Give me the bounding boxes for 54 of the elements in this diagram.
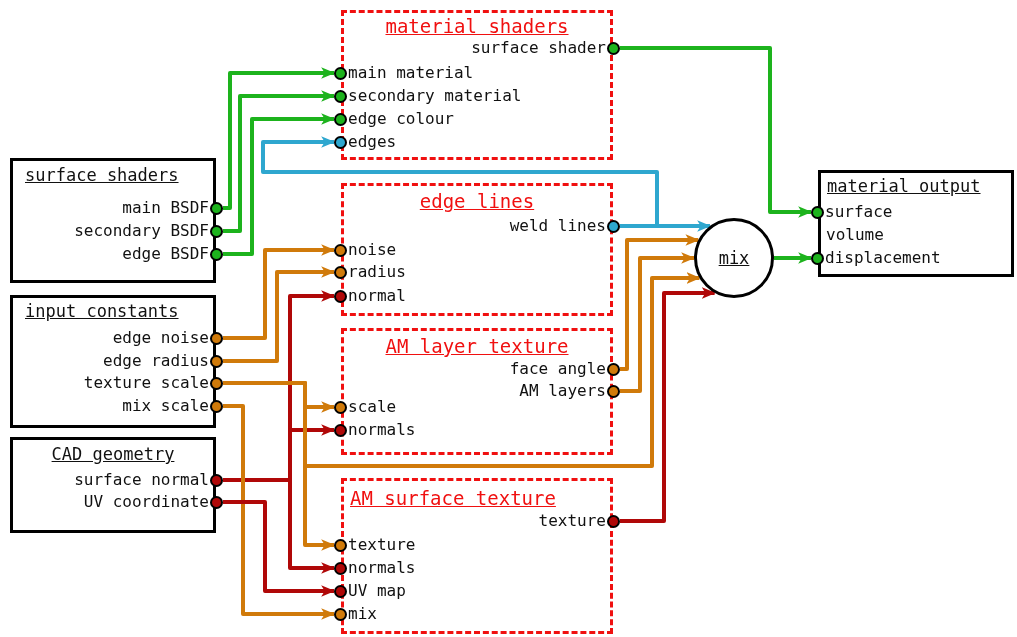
- socket-label: face angle: [509, 359, 606, 379]
- socket-label: surface: [825, 202, 893, 222]
- socket-label: edge radius: [103, 351, 209, 371]
- socket-label: displacement: [825, 248, 941, 268]
- socket-label: scale: [348, 397, 397, 417]
- socket-label: normals: [348, 420, 416, 440]
- socket-label: normals: [348, 558, 416, 578]
- socket-label: AM layers: [519, 381, 606, 401]
- node-heading: AM layer texture: [384, 336, 570, 356]
- connector-arrow: [223, 90, 336, 233]
- connector-arrow: [223, 500, 336, 597]
- connector-arrow: [620, 234, 700, 371]
- socket-label: surface shader: [471, 38, 606, 58]
- socket-label: secondary BSDF: [74, 221, 209, 241]
- socket-label: noise: [348, 240, 397, 260]
- socket-label: main material: [348, 63, 474, 83]
- socket-label: texture: [348, 535, 416, 555]
- connector-arrow: [774, 252, 813, 264]
- socket-label: surface normal: [74, 470, 209, 490]
- socket-label: main BSDF: [122, 198, 209, 218]
- mix-node-circle: [694, 218, 774, 298]
- node-heading: edge lines: [418, 191, 536, 211]
- node-heading: material shaders: [384, 16, 570, 36]
- connector-arrow: [620, 46, 813, 218]
- socket-label: edge noise: [112, 328, 209, 348]
- connector-arrow: [223, 113, 336, 256]
- socket-label: texture scale: [83, 373, 209, 393]
- connector-arrow: [223, 244, 336, 340]
- socket-label: texture: [538, 511, 606, 531]
- node-heading: CAD geometry: [50, 444, 176, 464]
- connector-arrow: [620, 287, 716, 523]
- connector-arrow: [223, 404, 336, 620]
- node-heading: AM surface texture: [350, 488, 556, 508]
- socket-label: edges: [348, 132, 397, 152]
- socket-label: mix scale: [122, 396, 209, 416]
- socket-label: UV coordinate: [83, 492, 209, 512]
- connector-arrow: [223, 266, 336, 363]
- connector-arrow: [620, 252, 696, 393]
- socket-label: secondary material: [348, 86, 522, 106]
- socket-label: mix: [348, 604, 377, 624]
- connector-arrow: [223, 67, 336, 210]
- socket-label: volume: [826, 225, 884, 245]
- node-heading: material output: [827, 176, 981, 196]
- node-label: mix: [718, 248, 750, 268]
- socket-label: radius: [348, 262, 406, 282]
- node-heading: input constants: [25, 301, 179, 321]
- node-heading: surface shaders: [25, 165, 179, 185]
- connector-arrow: [620, 220, 712, 232]
- socket-label: normal: [348, 286, 406, 306]
- socket-label: weld lines: [509, 216, 606, 236]
- socket-label: edge BSDF: [122, 244, 209, 264]
- socket-label: UV map: [348, 581, 406, 601]
- connector-arrow: [223, 478, 336, 574]
- socket-label: edge colour: [348, 109, 454, 129]
